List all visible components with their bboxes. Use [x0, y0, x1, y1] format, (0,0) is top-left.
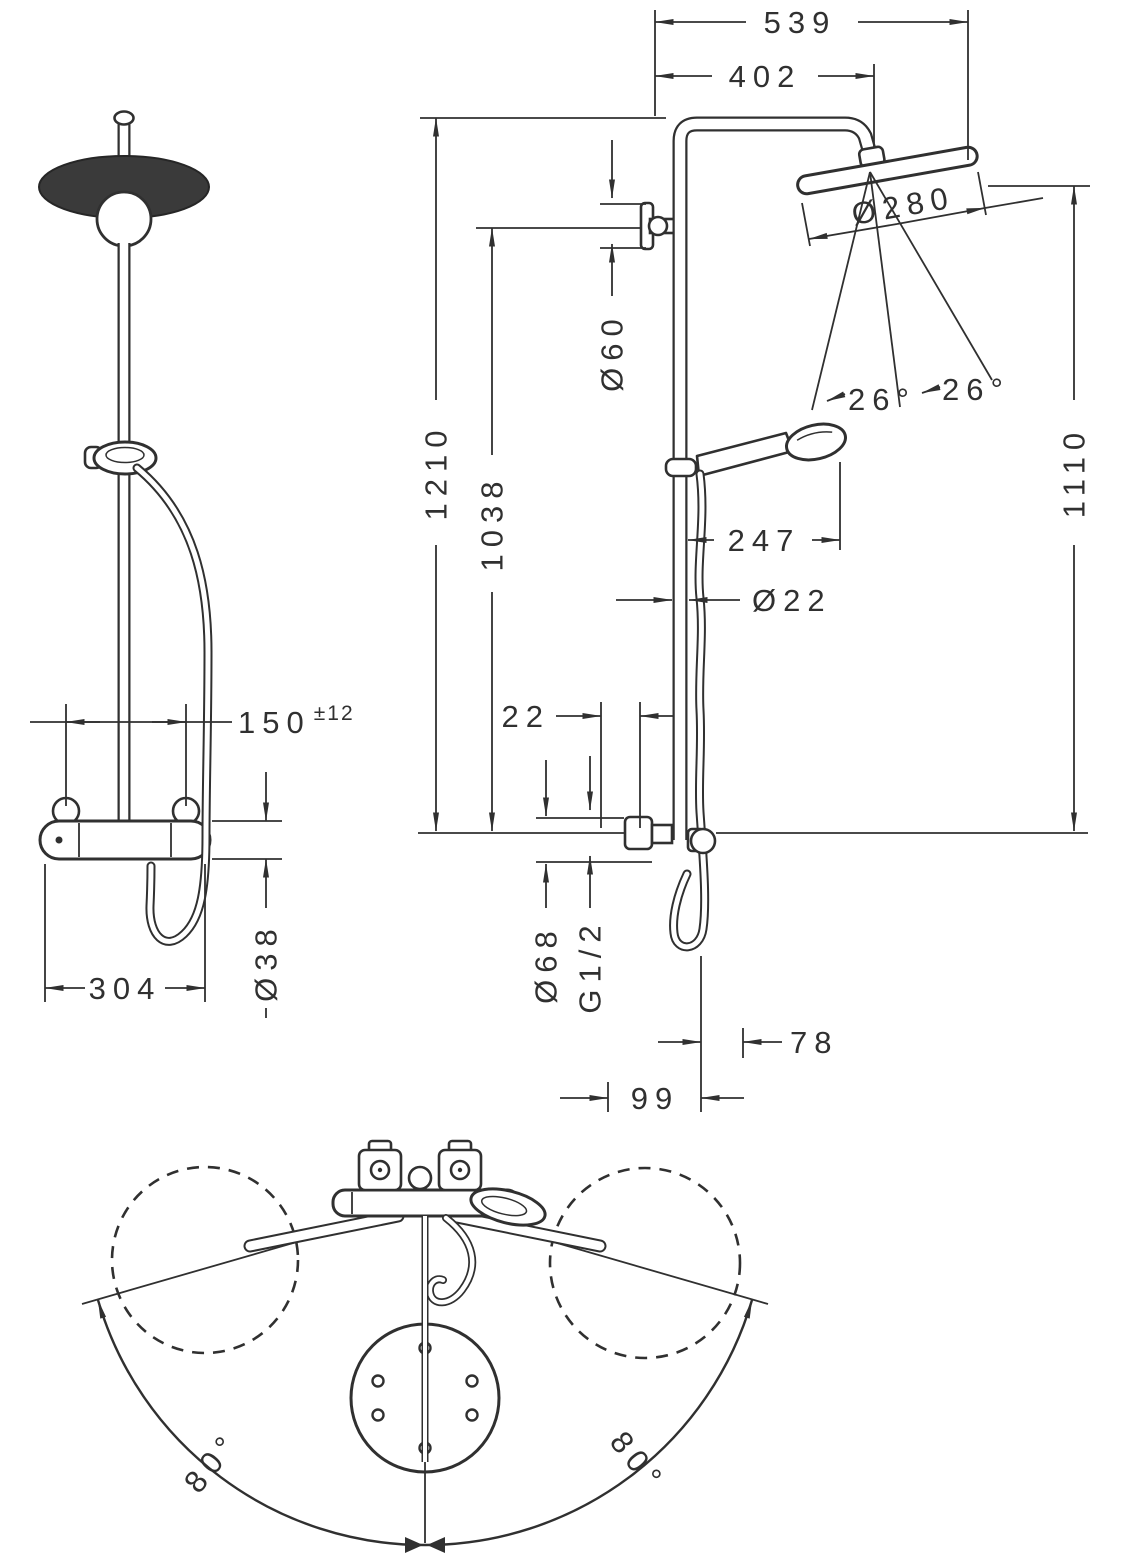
swivel-arm-right — [445, 1209, 607, 1253]
dim-label-escutcheon: Ø68 — [529, 924, 564, 1004]
dim-label-valve-diameter: Ø38 — [249, 922, 284, 1002]
dim-height-head-1110: 1110 — [1057, 185, 1092, 832]
valve-center-boss-top — [407, 1165, 433, 1191]
dim-label-1110: 1110 — [1057, 426, 1092, 518]
dim-wall-offset-22: 22 — [502, 699, 674, 734]
dim-connection-spacing-150: 150±12 — [30, 702, 355, 806]
wall-outlet-hardware-side — [623, 815, 717, 855]
dim-label-99: 99 — [631, 1081, 679, 1116]
dim-label-247: 247 — [728, 523, 801, 558]
overhead-shower-side — [796, 145, 979, 196]
dim-head-tilt-angles: 26° 26° — [811, 171, 1010, 417]
dim-label-head-diameter: Ø280 — [849, 179, 957, 232]
dim-label-1210: 1210 — [419, 424, 454, 521]
dim-arm-reach-402: 402 — [654, 59, 875, 94]
connection-nut-left-top — [357, 1139, 403, 1192]
hose-top — [425, 1214, 477, 1307]
handshower-holder-front — [83, 440, 158, 476]
arc-origin-mark-left — [405, 1537, 423, 1553]
connection-nut-right-top — [437, 1139, 483, 1192]
dim-label-539: 539 — [764, 5, 837, 40]
dim-valve-diameter-38: Ø38 — [212, 772, 284, 1018]
dim-label-tilt-left: 26° — [848, 382, 916, 417]
swivel-arm-left — [243, 1209, 405, 1253]
dim-height-total-1210: 1210 — [419, 117, 454, 832]
dim-label-valve-width: 304 — [89, 971, 162, 1006]
handshower-side — [664, 422, 847, 478]
shower-hose-side — [669, 469, 710, 952]
dim-label-tilt-right: 26° — [942, 372, 1010, 407]
side-view: 539 402 1210 1038 1110 — [418, 5, 1092, 1116]
swivel-range-circle-right — [548, 1166, 742, 1360]
arc-origin-mark-right — [427, 1537, 445, 1553]
dim-height-lower-1038: 1038 — [475, 227, 510, 832]
wall-bracket-side — [639, 201, 676, 251]
handshower-top — [469, 1187, 547, 1227]
dim-valve-width-304: 304 — [44, 864, 206, 1006]
dim-pipe-diameter-22: Ø22 — [616, 583, 832, 618]
dim-label-150: 150±12 — [238, 702, 355, 740]
dim-label-402: 402 — [729, 59, 802, 94]
dim-escutcheon-diameter-68: Ø68 — [529, 760, 564, 1004]
dim-label-pipe-diameter: Ø22 — [752, 583, 832, 618]
dim-label-1038: 1038 — [475, 475, 510, 572]
side-view-dimensions: 539 402 1210 1038 1110 — [418, 5, 1092, 1116]
swivel-range-circle-left — [110, 1165, 300, 1355]
shower-hose-front — [132, 463, 213, 946]
thermostat-valve-front — [38, 819, 212, 861]
dim-label-thread: G1/2 — [573, 918, 608, 1013]
dim-label-bracket-diameter: Ø60 — [595, 312, 630, 392]
top-view: 80° 80° — [81, 1139, 769, 1553]
ball-joint-front — [95, 190, 153, 248]
dim-thread-g12: G1/2 — [573, 756, 608, 1014]
dim-hose-offset-78: 78 — [658, 1025, 838, 1060]
dim-bracket-diameter-60: Ø60 — [595, 140, 630, 392]
dim-total-width-539: 539 — [654, 5, 969, 40]
dim-label-78: 78 — [790, 1025, 838, 1060]
riser-pipe-and-arm-side — [672, 116, 879, 840]
dim-handshower-length-247: 247 — [687, 523, 841, 558]
front-view: 150±12 Ø38 304 — [30, 110, 355, 1018]
dim-label-wall-offset: 22 — [502, 699, 550, 734]
dim-outlet-offset-99: 99 — [560, 1081, 744, 1116]
